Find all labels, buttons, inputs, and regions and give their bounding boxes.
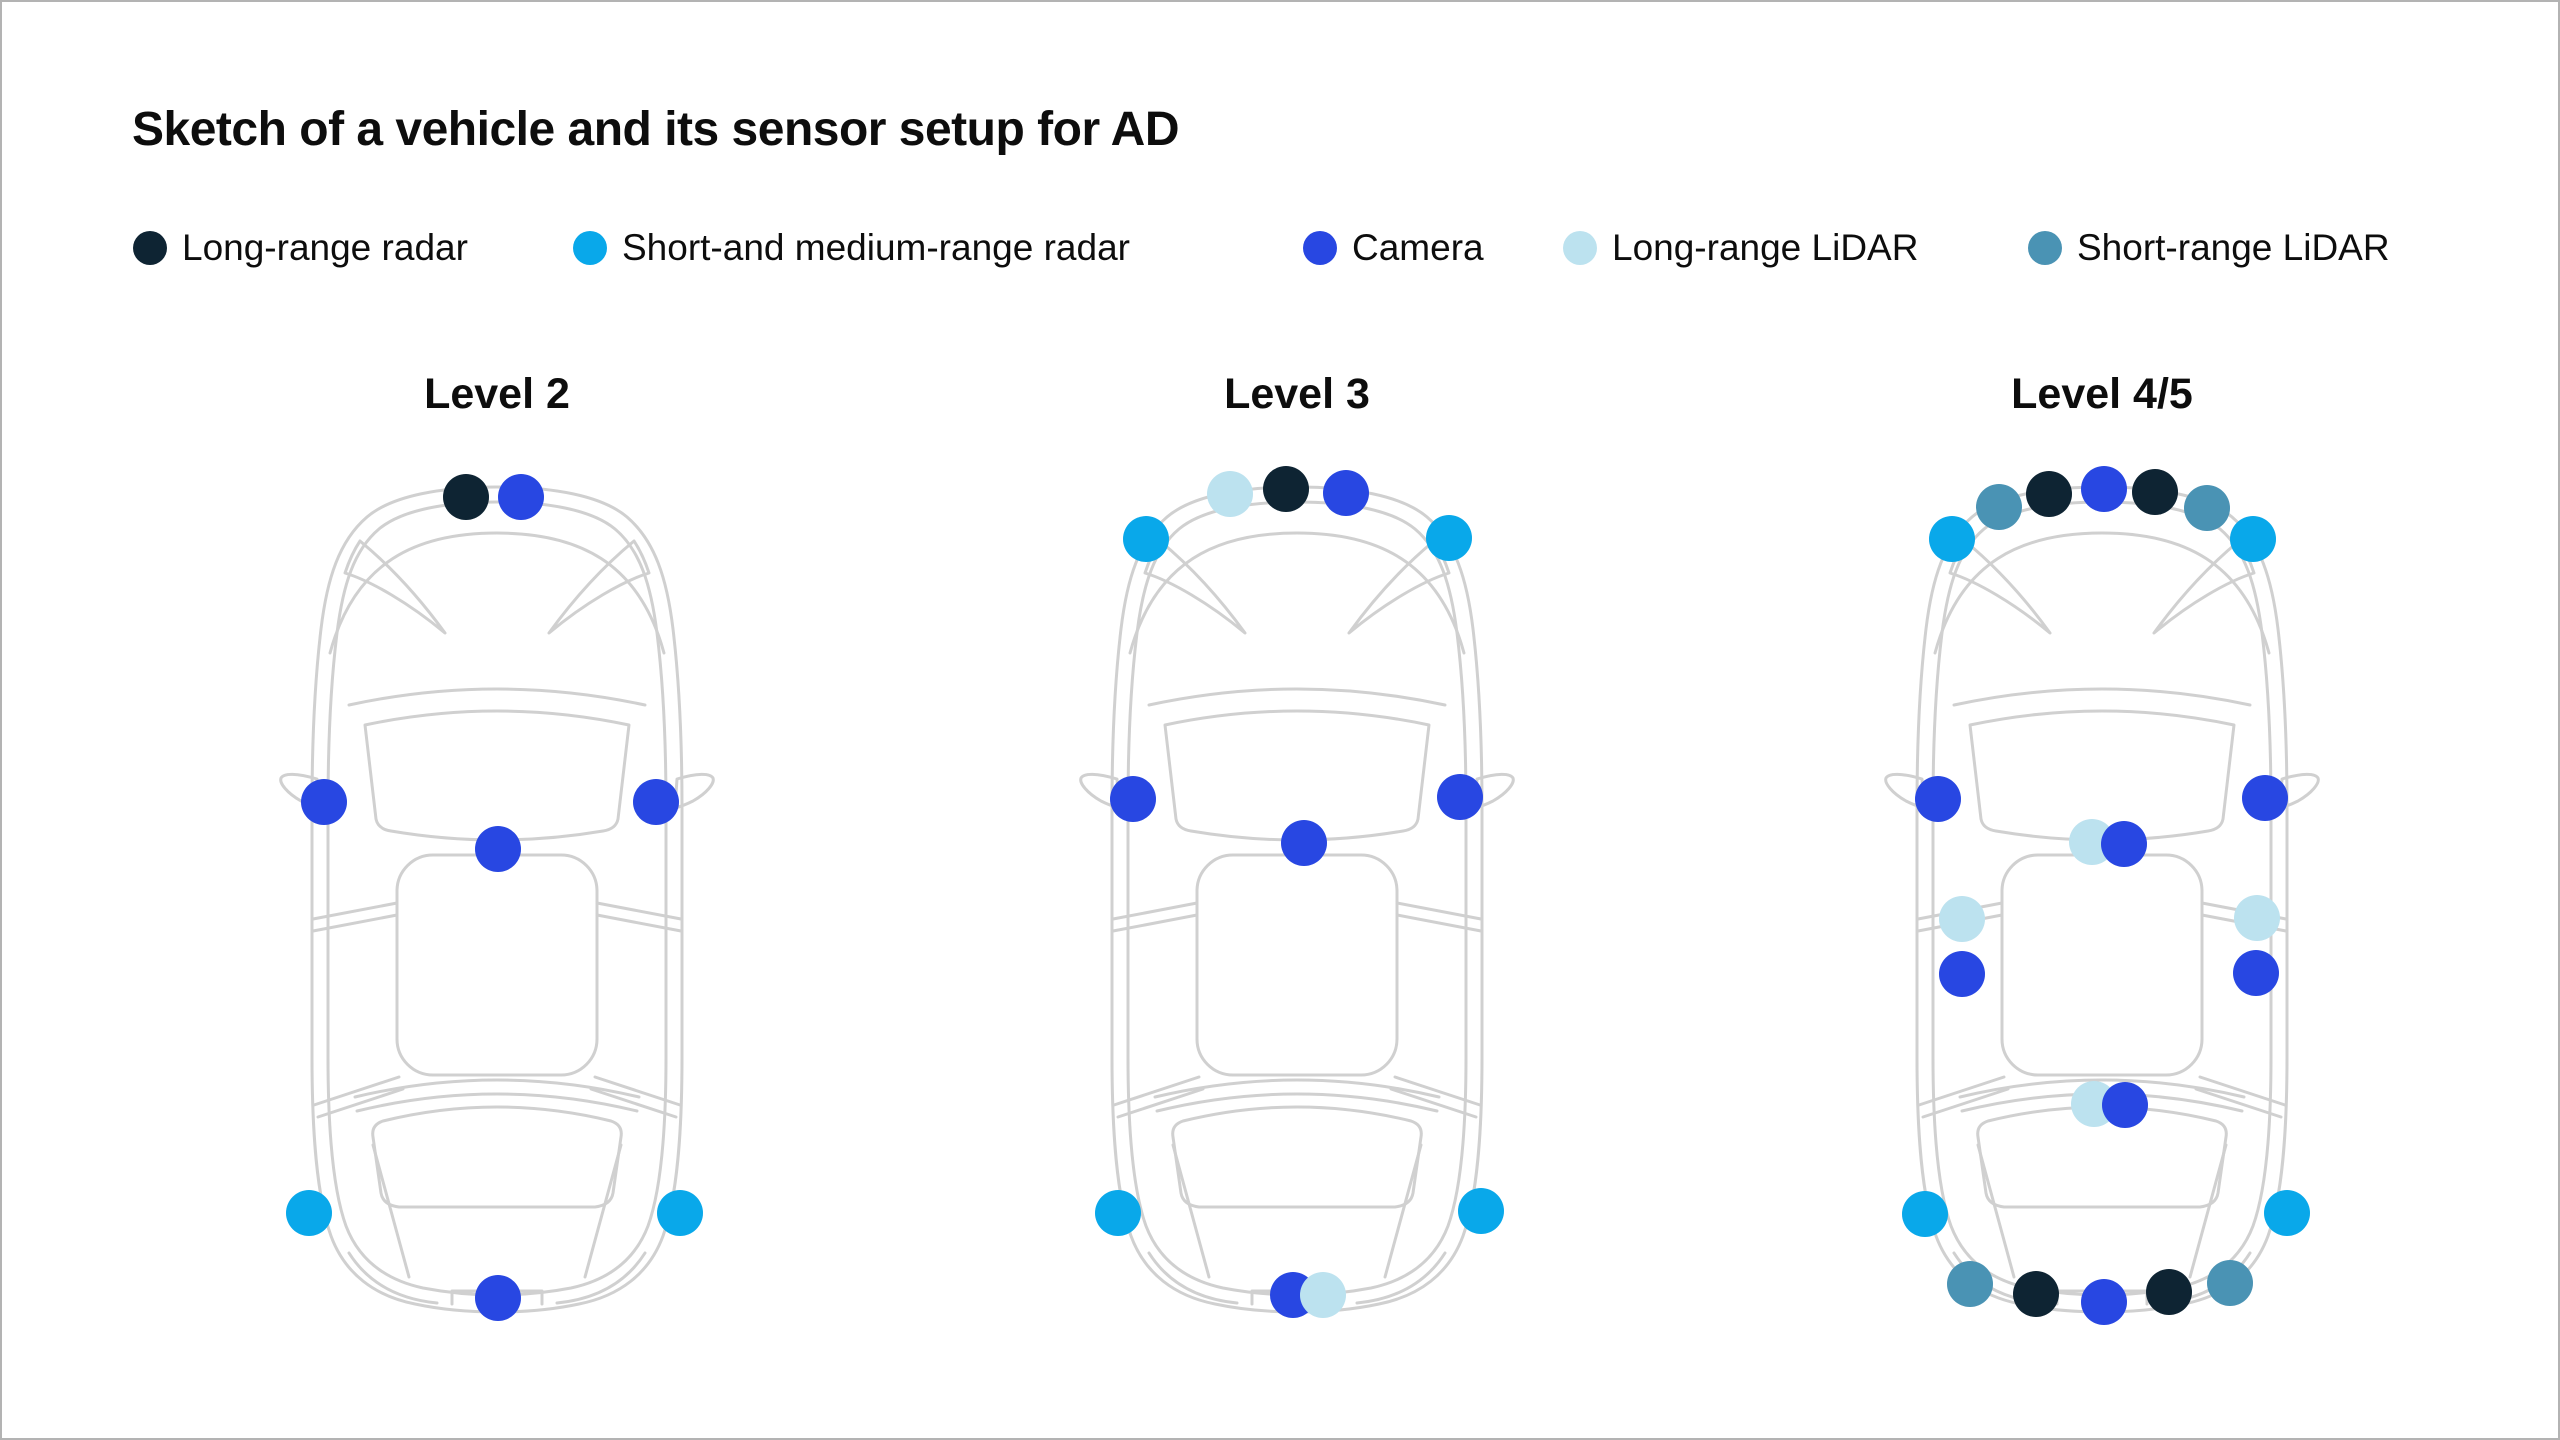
page-title: Sketch of a vehicle and its sensor setup… bbox=[132, 103, 1180, 156]
legend-item-long_range_lidar: Long-range LiDAR bbox=[1563, 227, 1919, 268]
sensor-dot-short_range_lidar bbox=[1947, 1261, 1993, 1307]
sensor-dot-camera bbox=[633, 779, 679, 825]
level-2-label: Level 2 bbox=[424, 370, 570, 418]
level-3-label: Level 3 bbox=[1224, 370, 1370, 418]
sensor-dot-camera bbox=[498, 474, 544, 520]
legend-swatch-long_range_lidar bbox=[1563, 231, 1597, 265]
sensor-dot-camera bbox=[2081, 1279, 2127, 1325]
sensor-dot-long_range_radar bbox=[1263, 466, 1309, 512]
legend-swatch-camera bbox=[1303, 231, 1337, 265]
legend-label: Camera bbox=[1352, 227, 1484, 268]
sensor-dot-long_range_radar bbox=[443, 474, 489, 520]
legend-item-short_medium_radar: Short-and medium-range radar bbox=[573, 227, 1130, 268]
sensor-dot-camera bbox=[1915, 776, 1961, 822]
sensor-dot-short_medium_radar bbox=[2230, 516, 2276, 562]
legend-swatch-short_medium_radar bbox=[573, 231, 607, 265]
sensor-dot-camera bbox=[475, 1275, 521, 1321]
car-sketch-level-45 bbox=[1884, 466, 2320, 1325]
sensor-dot-long_range_lidar bbox=[1939, 896, 1985, 942]
sensor-dot-long_range_radar bbox=[2013, 1271, 2059, 1317]
sensor-dot-long_range_radar bbox=[2026, 471, 2072, 517]
sensor-dot-camera bbox=[301, 779, 347, 825]
level-45-label: Level 4/5 bbox=[2011, 370, 2193, 418]
sensor-dot-short_medium_radar bbox=[1929, 516, 1975, 562]
sensor-dot-camera bbox=[1323, 470, 1369, 516]
legend-item-short_range_lidar: Short-range LiDAR bbox=[2028, 227, 2390, 268]
sensor-dot-camera bbox=[2081, 466, 2127, 512]
sensor-dot-long_range_lidar bbox=[1300, 1272, 1346, 1318]
legend-item-camera: Camera bbox=[1303, 227, 1484, 268]
sensor-dot-camera bbox=[2242, 775, 2288, 821]
sensor-dot-short_medium_radar bbox=[657, 1190, 703, 1236]
sensor-dot-camera bbox=[2233, 950, 2279, 996]
legend-label: Short-range LiDAR bbox=[2077, 227, 2390, 268]
sensor-dot-short_range_lidar bbox=[1976, 484, 2022, 530]
sensor-dot-short_medium_radar bbox=[286, 1190, 332, 1236]
car-sketch-level-2 bbox=[279, 474, 715, 1321]
sensor-dot-long_range_radar bbox=[2132, 469, 2178, 515]
sensor-dot-short_medium_radar bbox=[2264, 1190, 2310, 1236]
legend-label: Long-range LiDAR bbox=[1612, 227, 1919, 268]
sensor-dot-camera bbox=[1437, 774, 1483, 820]
sensor-dot-camera bbox=[475, 826, 521, 872]
sensor-dot-short_medium_radar bbox=[1095, 1190, 1141, 1236]
sensor-dot-long_range_lidar bbox=[1207, 471, 1253, 517]
legend-label: Short-and medium-range radar bbox=[622, 227, 1130, 268]
sensor-dot-long_range_lidar bbox=[2234, 895, 2280, 941]
sensor-dot-camera bbox=[1110, 776, 1156, 822]
sensor-dot-camera bbox=[1939, 951, 1985, 997]
sensor-dot-short_medium_radar bbox=[1123, 516, 1169, 562]
sensor-dot-short_medium_radar bbox=[1426, 515, 1472, 561]
legend-swatch-short_range_lidar bbox=[2028, 231, 2062, 265]
sensor-dot-camera bbox=[2102, 1082, 2148, 1128]
sensor-dot-long_range_radar bbox=[2146, 1269, 2192, 1315]
legend: Long-range radar Short-and medium-range r… bbox=[2, 227, 2558, 272]
sensor-dot-short_range_lidar bbox=[2207, 1260, 2253, 1306]
car-sketch-level-3 bbox=[1079, 466, 1515, 1318]
legend-label: Long-range radar bbox=[182, 227, 468, 268]
sensor-dot-short_medium_radar bbox=[1458, 1188, 1504, 1234]
sensor-dot-camera bbox=[1281, 820, 1327, 866]
legend-item-long_range_radar: Long-range radar bbox=[133, 227, 468, 268]
legend-swatch-long_range_radar bbox=[133, 231, 167, 265]
sensor-dot-camera bbox=[2101, 821, 2147, 867]
sensor-dot-short_medium_radar bbox=[1902, 1191, 1948, 1237]
sensor-dot-short_range_lidar bbox=[2184, 485, 2230, 531]
